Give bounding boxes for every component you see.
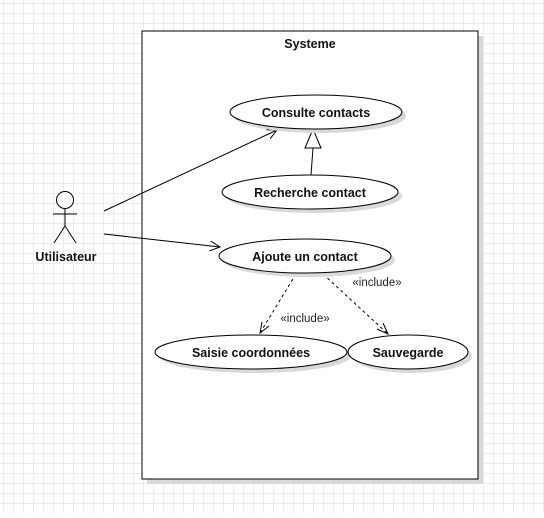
use-case-sauvegarde[interactable]: Sauvegarde (347, 334, 472, 373)
use-case-label: Saisie coordonnées (192, 346, 310, 360)
system-title: Systeme (284, 37, 335, 51)
include-label-saisie: «include» (280, 313, 329, 325)
use-case-consulte-contacts[interactable]: Consulte contacts (229, 94, 406, 133)
use-case-label: Sauvegarde (373, 346, 444, 360)
actor-label: Utilisateur (35, 250, 96, 264)
generalization-recherche-consulte[interactable] (304, 127, 322, 176)
use-case-recherche-contact[interactable]: Recherche contact (221, 174, 402, 213)
actor-utilisateur[interactable]: Utilisateur (35, 191, 97, 265)
generalization-triangle-icon (304, 127, 322, 149)
actor-stick-figure-icon (53, 191, 77, 244)
association-ajoute[interactable] (103, 233, 220, 247)
include-ajoute-saisie[interactable]: «include» (259, 273, 330, 335)
association-consulte[interactable] (103, 130, 277, 212)
use-case-label: Recherche contact (254, 186, 367, 200)
use-case-label: Consulte contacts (262, 106, 370, 120)
use-case-saisie-coordonnees[interactable]: Saisie coordonnées (154, 334, 351, 373)
include-ajoute-sauvegarde[interactable]: «include» (322, 273, 402, 336)
use-case-label: Ajoute un contact (252, 250, 358, 264)
include-label-sauvegarde: «include» (352, 277, 401, 289)
use-case-ajoute-un-contact[interactable]: Ajoute un contact (218, 238, 395, 277)
